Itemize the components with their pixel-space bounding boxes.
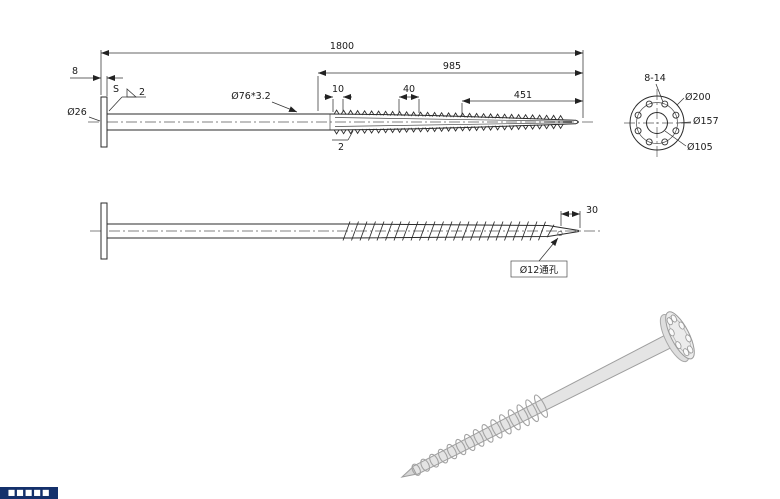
perspective-3d-view — [400, 311, 695, 478]
dimensions: 1800 985 8 S 2 Ø76*3.2 10 — [67, 41, 584, 153]
dimensions: 30 Ø12通孔 — [510, 205, 598, 278]
label-through-hole: Ø12通孔 — [520, 265, 559, 276]
dim-40: 40 — [403, 84, 415, 95]
inner-circle — [646, 112, 668, 134]
helix-teeth — [333, 109, 564, 135]
flange-end-view: 8-14 Ø200 Ø157 Ø105 — [624, 73, 719, 157]
bolt-circle — [636, 102, 678, 144]
label-outer-diameter: Ø200 — [685, 92, 711, 103]
helix-coils-3d — [411, 394, 549, 476]
label-bolt-circle: Ø157 — [693, 116, 719, 127]
through-hole — [557, 230, 563, 237]
end-view-labels: 8-14 Ø200 Ø157 Ø105 — [644, 73, 718, 153]
weld-letter: S — [113, 84, 119, 95]
pile-body-outline — [107, 223, 580, 239]
flange-holes-3d — [666, 314, 694, 357]
label-hole-count: 8-14 — [644, 73, 666, 84]
dim-total-length: 1800 — [330, 41, 354, 52]
bolt-holes — [634, 100, 680, 146]
flange-plate — [100, 202, 108, 260]
weld-size-top: 2 — [139, 87, 145, 98]
watermark-stamp: ■■■■■ — [0, 487, 58, 499]
weld-size-bottom: 2 — [338, 142, 344, 153]
dim-10: 10 — [332, 84, 344, 95]
outer-circle — [629, 95, 685, 151]
flange-plate — [100, 96, 108, 148]
side-elevation-view: 1800 985 8 S 2 Ø76*3.2 10 — [67, 41, 596, 153]
helix-thread — [342, 221, 555, 241]
dim-985: 985 — [443, 61, 461, 72]
flange-disc-inner-ring-3d — [668, 316, 692, 355]
dim-plate-thickness: 8 — [72, 66, 78, 77]
dim-tip-length: 30 — [586, 205, 598, 216]
label-tube-size: Ø76*3.2 — [231, 91, 270, 102]
dim-451: 451 — [514, 90, 532, 101]
pile-body-outline — [107, 113, 579, 131]
label-tip-diameter: Ø26 — [67, 107, 87, 118]
label-inner-diameter: Ø105 — [687, 142, 713, 153]
helix-elevation-view: 30 Ø12通孔 — [90, 202, 602, 278]
